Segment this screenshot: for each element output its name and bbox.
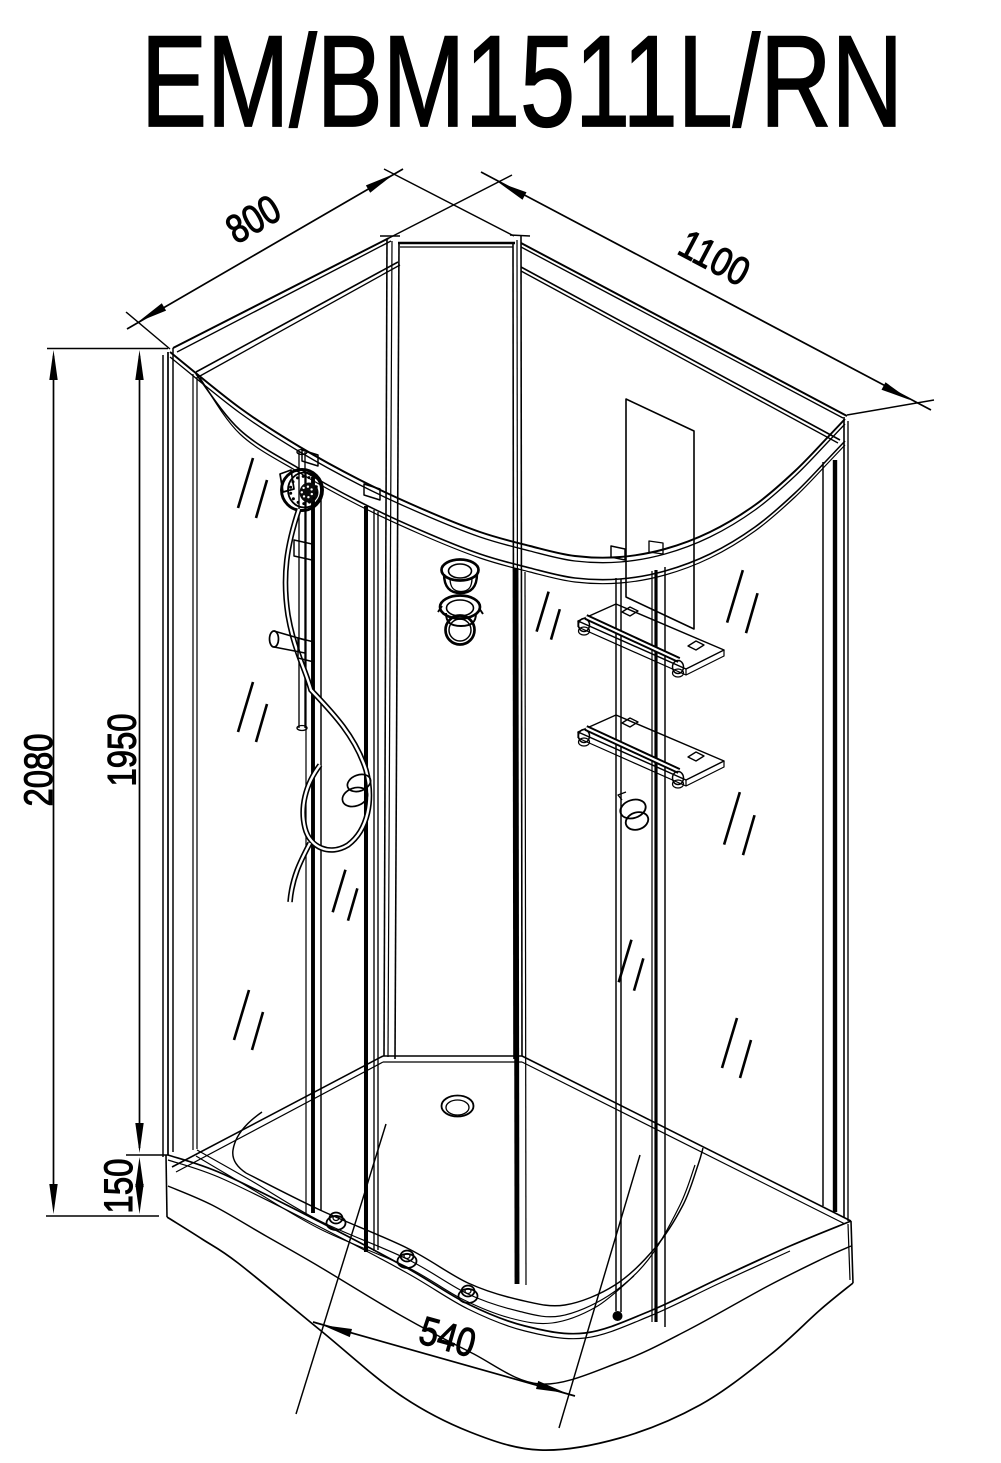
svg-text:1950: 1950 xyxy=(101,714,145,787)
svg-text:150: 150 xyxy=(97,1159,141,1214)
svg-text:1100: 1100 xyxy=(672,222,757,295)
svg-text:EM/BM1511L/RN: EM/BM1511L/RN xyxy=(141,8,903,154)
svg-text:2080: 2080 xyxy=(17,734,61,807)
svg-text:540: 540 xyxy=(415,1309,481,1366)
svg-text:800: 800 xyxy=(219,187,289,253)
